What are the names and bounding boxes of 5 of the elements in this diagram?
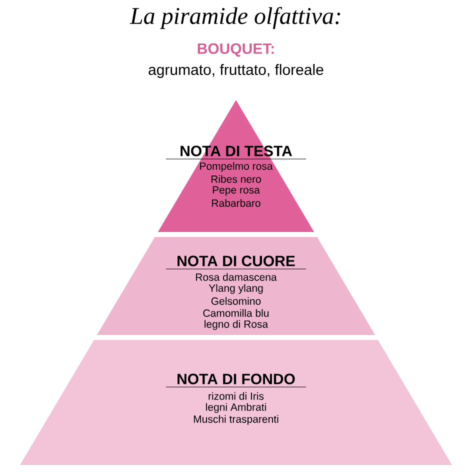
pyramid-band: NOTA DI FONDO rizomi di Iris legni Ambrati Muschi trasparenti bbox=[20, 340, 452, 465]
pyramid-band: NOTA DI CUORE Rosa damascena Ylang ylang Gelsomino Camomilla blu legno di Rosa bbox=[96, 237, 376, 335]
bouquet-text: agrumato, fruttato, floreale bbox=[148, 64, 324, 78]
title: La piramide olfattiva: bbox=[130, 7, 340, 29]
bouquet-heading: BOUQUET: bbox=[198, 43, 274, 57]
